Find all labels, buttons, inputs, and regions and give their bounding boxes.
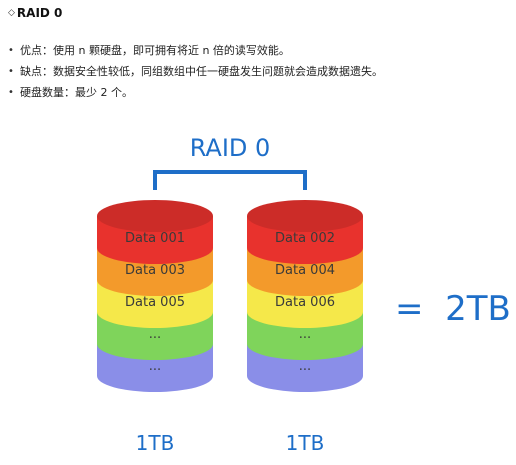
bullet-icon: • [8, 45, 14, 56]
feature-list: • 优点：使用 n 颗硬盘，即可拥有将近 n 倍的读写效能。 • 缺点：数据安全… [8, 44, 383, 107]
bullet-text-pros: 优点：使用 n 颗硬盘，即可拥有将近 n 倍的读写效能。 [20, 44, 290, 57]
disk-layer-label: ... [299, 359, 311, 374]
diamond-icon: ◇ [8, 8, 15, 18]
disk-top-cap [97, 200, 213, 232]
disk-layer-label: Data 004 [275, 263, 335, 278]
disk-layer-label: Data 006 [275, 295, 335, 310]
list-item: • 缺点：数据安全性较低，同组数组中任一硬盘发生问题就会造成数据遗失。 [8, 65, 383, 86]
disk-group: ...... Data 005 Data 003 Data 001 1TB...... D… [97, 200, 363, 455]
heading-title: RAID 0 [16, 6, 63, 20]
disk-capacity-label: 1TB [136, 431, 175, 455]
bullet-text-count: 硬盘数量：最少 2 个。 [20, 86, 133, 99]
disk-1: ...... Data 005 Data 003 Data 001 1TB [97, 200, 213, 455]
disk-layer-label: Data 001 [125, 231, 185, 246]
total-capacity-equation: = 2TB [395, 289, 511, 329]
disk-capacity-label: 1TB [286, 431, 325, 455]
disk-2: ...... Data 006 Data 004 Data 002 1TB [247, 200, 363, 455]
bullet-icon: • [8, 66, 14, 77]
disk-layer-label: Data 002 [275, 231, 335, 246]
bullet-text-cons: 缺点：数据安全性较低，同组数组中任一硬盘发生问题就会造成数据遗失。 [20, 65, 383, 78]
disk-layer-label: Data 005 [125, 295, 185, 310]
diagram-title: RAID 0 [190, 134, 271, 162]
list-item: • 硬盘数量：最少 2 个。 [8, 86, 383, 107]
list-item: • 优点：使用 n 颗硬盘，即可拥有将近 n 倍的读写效能。 [8, 44, 383, 65]
disk-layer-label: ... [149, 327, 161, 342]
disk-layer-label: Data 003 [125, 263, 185, 278]
disk-top-cap [247, 200, 363, 232]
stripe-bracket [153, 170, 307, 190]
disk-layer-label: ... [149, 359, 161, 374]
bullet-icon: • [8, 87, 14, 98]
disk-layer-label: ... [299, 327, 311, 342]
section-heading: ◇ RAID 0 [8, 6, 62, 20]
